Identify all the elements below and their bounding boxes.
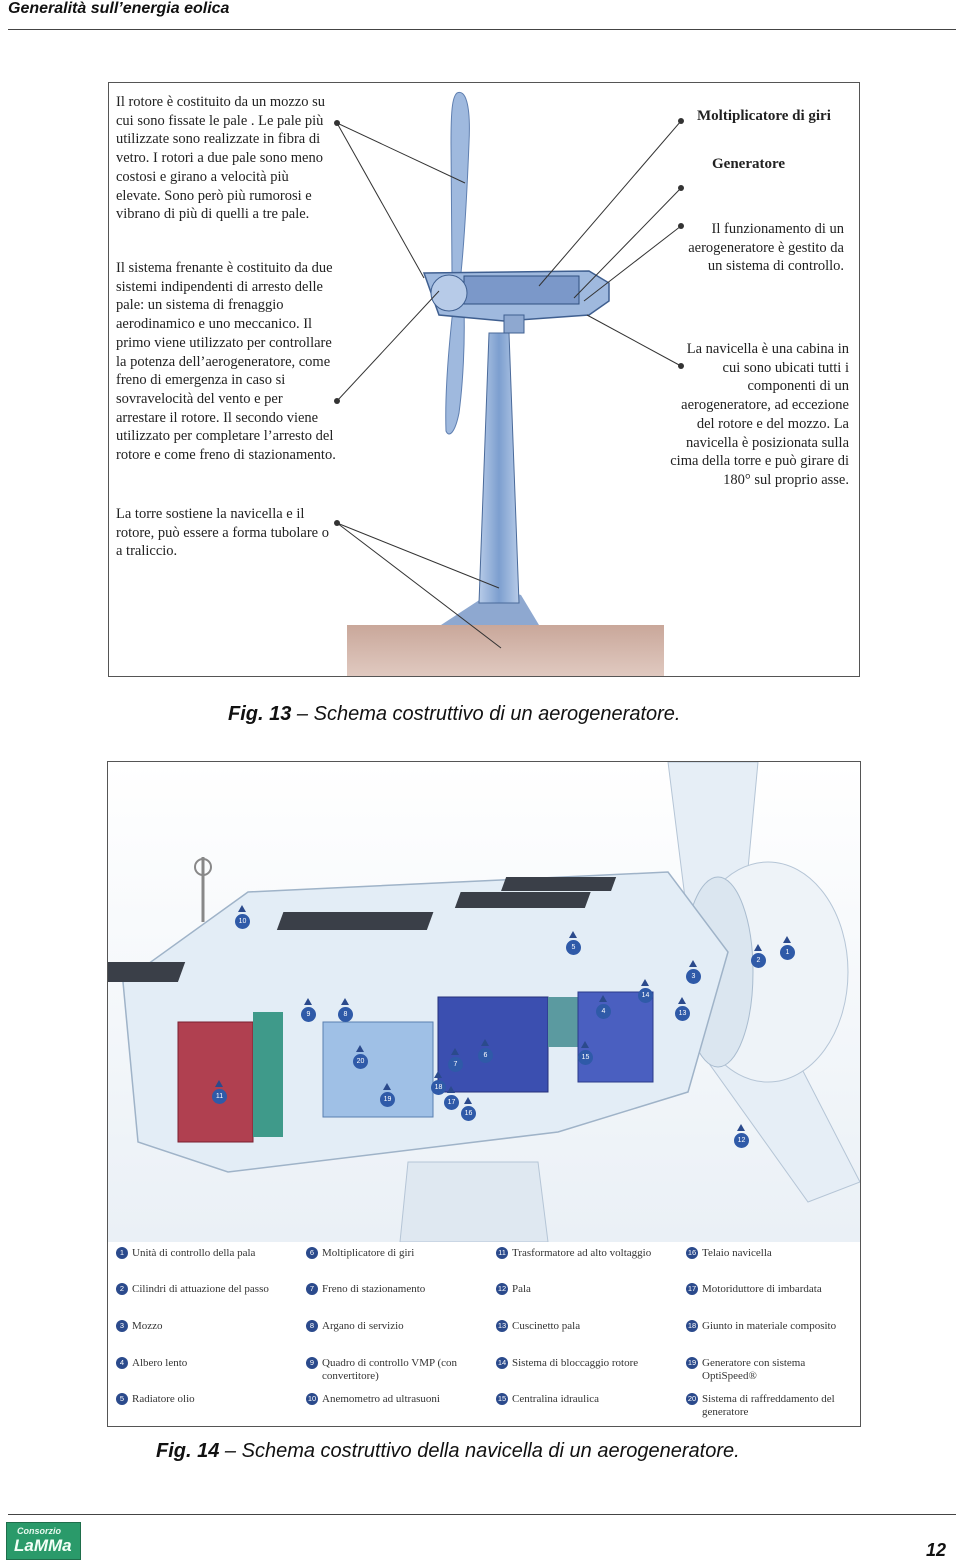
marker-14: 14 [638, 979, 653, 1003]
figure-14-caption: Fig. 14 – Schema costruttivo della navic… [156, 1440, 740, 1463]
tower-description: La torre sostiene la navicella e il roto… [116, 506, 329, 560]
marker-9: 9 [301, 998, 316, 1022]
nacelle-cutaway-diagram [108, 762, 860, 1242]
marker-18: 18 [431, 1071, 446, 1095]
caption-text: – Schema costruttivo della navicella di … [224, 1440, 740, 1462]
caption-number: 13 [269, 703, 292, 725]
marker-10: 10 [235, 905, 250, 929]
footer-divider [8, 1514, 956, 1515]
figure-14: 10 5 1 2 3 14 4 13 9 8 6 15 20 7 18 11 1… [107, 761, 861, 1427]
generator-label: Generatore [712, 156, 786, 172]
page-number: 12 [925, 1540, 946, 1560]
marker-12: 12 [734, 1124, 749, 1148]
rotor-description: Il rotore è costituito da un mozzo su cu… [116, 94, 325, 223]
page-header-title: Generalità sull’energia eolica [8, 0, 230, 17]
control-system-description: Il funzionamento di un aerogeneratore è … [688, 221, 844, 275]
callout-lines [336, 120, 682, 649]
marker-19: 19 [380, 1083, 395, 1107]
marker-7: 7 [448, 1048, 463, 1072]
caption-text: – Schema costruttivo di un aerogenerator… [296, 703, 681, 725]
header-divider [8, 29, 956, 30]
yaw-bearing [503, 314, 525, 334]
marker-1: 1 [780, 936, 795, 960]
marker-13: 13 [675, 997, 690, 1021]
brake-system-description: Il sistema frenante è costituito da due … [116, 260, 336, 464]
figure-13: Il rotore è costituito da un mozzo su cu… [108, 82, 860, 677]
lamma-logo: Consorzio LaMMa [6, 1522, 81, 1560]
nacelle-description: La navicella è una cabina in cui sono ub… [670, 341, 849, 488]
marker-6: 6 [478, 1039, 493, 1063]
blade-bottom [445, 308, 465, 435]
ground [347, 625, 664, 676]
drivetrain [463, 275, 580, 305]
caption-label: Fig. [228, 703, 264, 725]
marker-8: 8 [338, 998, 353, 1022]
marker-11: 11 [212, 1080, 227, 1104]
marker-2: 2 [751, 944, 766, 968]
callout-dots [334, 118, 684, 526]
caption-number: 14 [197, 1440, 220, 1462]
figure-13-caption: Fig. 13 – Schema costruttivo di un aerog… [228, 703, 680, 726]
marker-20: 20 [353, 1045, 368, 1069]
multiplier-label: Moltiplicatore di giri [697, 108, 831, 124]
marker-4: 4 [596, 995, 611, 1019]
tower [478, 332, 520, 604]
marker-15: 15 [578, 1041, 593, 1065]
marker-17: 17 [444, 1086, 459, 1110]
caption-label: Fig. [156, 1440, 192, 1462]
marker-3: 3 [686, 960, 701, 984]
marker-5: 5 [566, 931, 581, 955]
marker-16: 16 [461, 1097, 476, 1121]
blade-top [450, 91, 470, 274]
turbine-diagram [334, 91, 684, 676]
hub [430, 274, 468, 312]
